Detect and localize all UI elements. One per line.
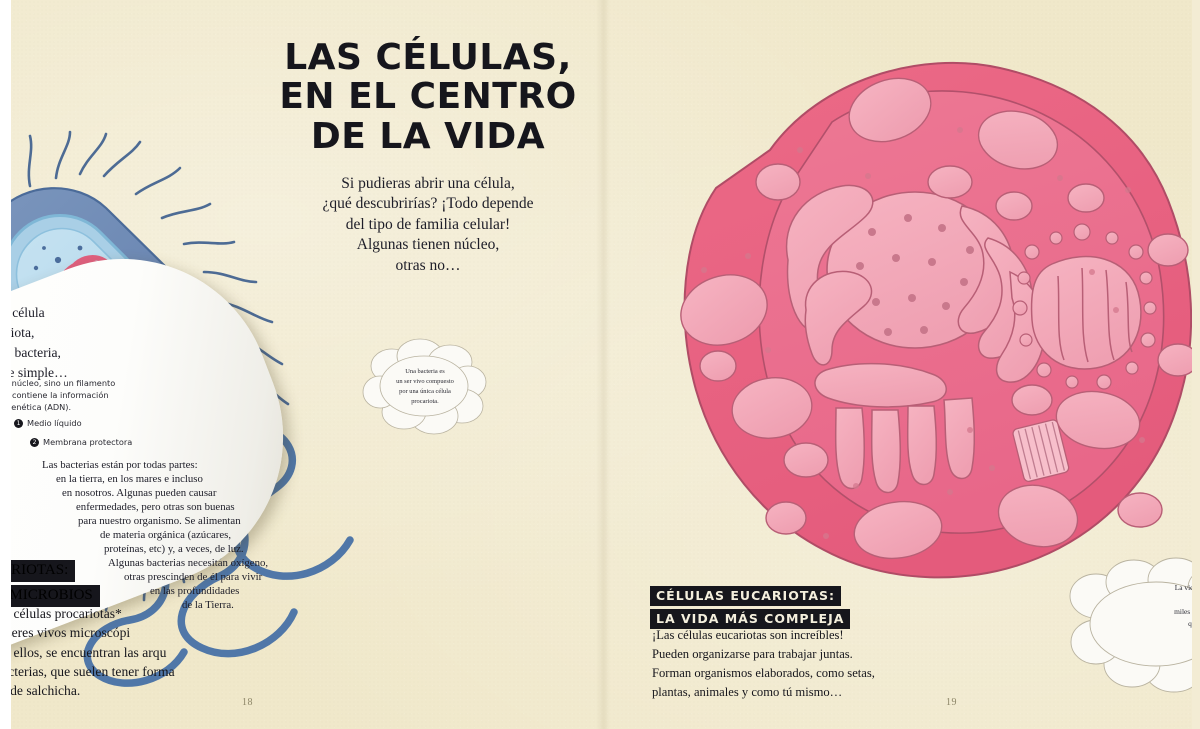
right-bubble-line-3: miles de millones de rea bbox=[1174, 606, 1200, 616]
right-heading-line-2: LA VIDA MÁS COMPLEJA bbox=[650, 609, 851, 629]
right-body-line-1: ¡Las células eucariotas son increíbles! bbox=[652, 628, 844, 642]
bubble-line-1: Una bacteria es bbox=[405, 368, 445, 376]
left-heading-line-1: LAS PROCARIOTAS: bbox=[0, 560, 76, 582]
bacteria-speech-bubble: Una bacteria es un ser vivo compuesto po… bbox=[362, 336, 488, 438]
right-body-text: ¡Las células eucariotas son increíbles! … bbox=[652, 626, 875, 703]
subtitle-line-4: Algunas tienen núcleo, bbox=[356, 236, 500, 254]
endoplasmic-reticulum bbox=[785, 184, 1046, 383]
left-section-heading: LAS PROCARIOTAS: DA DE LOS MICROBIOS bbox=[0, 560, 100, 607]
right-section-heading: CÉLULAS EUCARIOTAS: LA VIDA MÁS COMPLEJA bbox=[650, 586, 851, 629]
title-line-1: LAS CÉLULAS, bbox=[284, 37, 572, 78]
subtitle-line-3: del tipo de familia celular! bbox=[345, 215, 511, 233]
eukaryote-illustration bbox=[620, 10, 1200, 610]
right-bubble-line-2: Mientras lees esto bbox=[1070, 594, 1200, 606]
bubble-line-4: procariota. bbox=[411, 397, 439, 405]
right-heading-line-1: CÉLULAS EUCARIOTAS: bbox=[650, 586, 842, 606]
left-body-line-4: mosas bacterias, que suelen tener forma bbox=[0, 663, 175, 679]
title-line-2: EN EL CENTRO bbox=[279, 76, 577, 118]
folio-right: 19 bbox=[946, 697, 957, 708]
eukaryote-speech-bubble: La vida es cosa de quím Mientras lees es… bbox=[1056, 556, 1200, 696]
eukaryote-bubble-text: La vida es cosa de quím Mientras lees es… bbox=[1070, 582, 1200, 642]
book-gutter bbox=[596, 0, 610, 729]
bubble-line-2: un ser vivo compuesto bbox=[396, 378, 454, 386]
cloud-bubble-shape-right bbox=[1069, 557, 1200, 693]
mitochondrion bbox=[1030, 255, 1142, 370]
bubble-line-3: por una única célula bbox=[399, 388, 451, 395]
left-body-text: ilia de las células procariotas* ltitud … bbox=[0, 604, 175, 700]
left-heading-line-2: DA DE LOS MICROBIOS bbox=[0, 585, 100, 607]
image-left-edge bbox=[0, 0, 11, 729]
page-subtitle: Si pudieras abrir una célula, ¿qué descu… bbox=[278, 174, 578, 276]
left-body-line-5: ndeada o de salchicha. bbox=[0, 683, 81, 699]
right-body-line-2: Pueden organizarse para trabajar juntas. bbox=[652, 647, 853, 662]
mitochondrion-granules bbox=[1012, 223, 1157, 390]
right-body-line-4: plantas, animales y como tú mismo… bbox=[652, 685, 843, 700]
cytoplasm-dots bbox=[701, 127, 1145, 539]
right-body-line-3: Forman organismos elaborados, como setas… bbox=[652, 666, 875, 681]
nucleus-pores bbox=[856, 214, 974, 336]
left-body-line-2: ltitud de seres vivos microscópi bbox=[0, 625, 131, 641]
title-line-3: DE LA VIDA bbox=[310, 115, 546, 157]
image-right-edge bbox=[1192, 0, 1200, 729]
left-body-line-3: ios. Entre ellos, se encuentran las arqu bbox=[0, 644, 167, 660]
page-title-block: LAS CÉLULAS, EN EL CENTRO DE LA VIDA Si … bbox=[278, 37, 578, 276]
folio-left: 18 bbox=[242, 697, 253, 708]
subtitle-line-1: Si pudieras abrir una célula, bbox=[341, 174, 515, 192]
right-bubble-line-4: químicas tienen lug bbox=[1070, 618, 1200, 630]
vesicles bbox=[680, 77, 1199, 560]
right-bubble-line-1: La vida es cosa de quím bbox=[1174, 583, 1200, 592]
right-bubble-line-5: en tus células. bbox=[1070, 630, 1200, 642]
centriole bbox=[1012, 419, 1070, 482]
golgi-apparatus bbox=[814, 362, 976, 494]
cloud-bubble-shape bbox=[362, 338, 487, 435]
bacteria-bubble-text: Una bacteria es un ser vivo compuesto po… bbox=[362, 336, 488, 438]
left-body-line-1: ilia de las células procariotas* bbox=[0, 606, 122, 621]
subtitle-line-2: ¿qué descubrirías? ¡Todo depende bbox=[322, 195, 534, 213]
subtitle-line-5: otras no… bbox=[395, 256, 461, 274]
